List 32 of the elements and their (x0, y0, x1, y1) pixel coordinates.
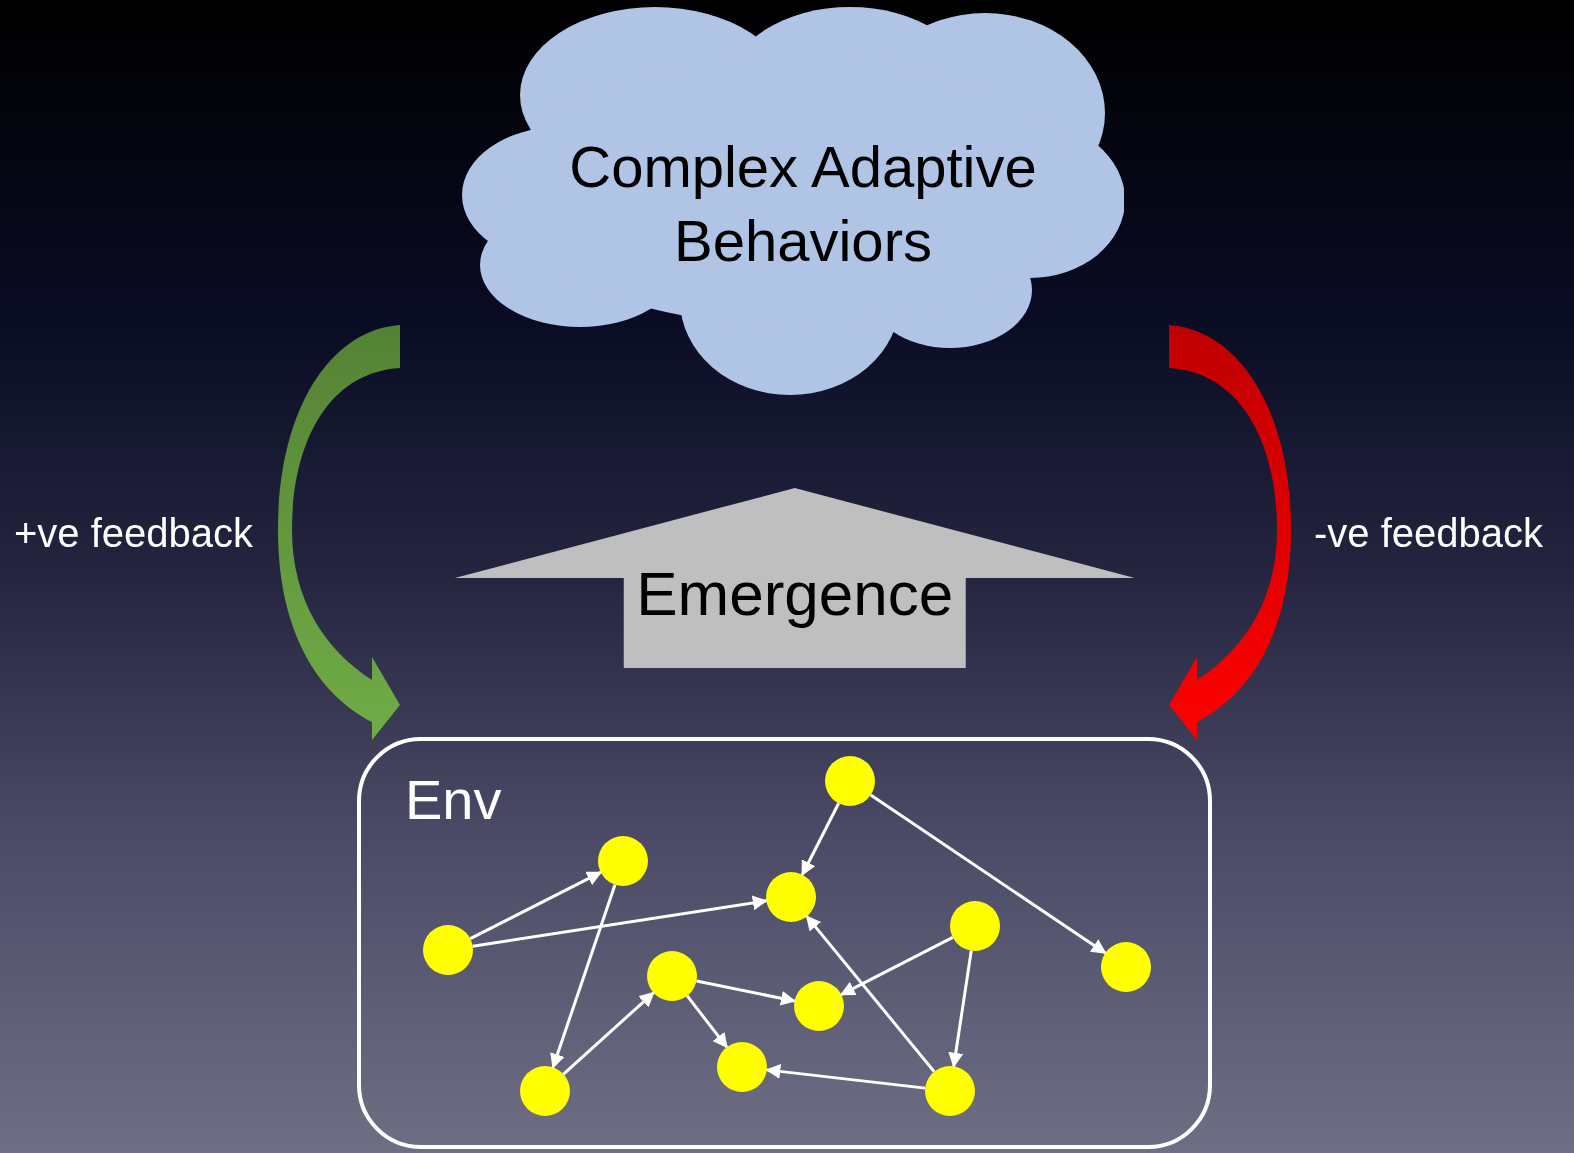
node-circle (794, 981, 844, 1031)
cloud-label: Complex Adaptive Behaviors (568, 133, 1038, 275)
node-circle (647, 951, 697, 1001)
arrow (765, 1063, 926, 1090)
arrow (696, 979, 796, 1006)
node-circle (717, 1042, 767, 1092)
edge-label: +ve feedback (14, 510, 254, 556)
arrow (550, 884, 617, 1069)
node-circle (1101, 942, 1151, 992)
node-circle (766, 872, 816, 922)
arrow (469, 871, 603, 940)
arrow (472, 895, 768, 948)
panel-title: Env (405, 769, 502, 831)
curved-arrow (278, 325, 400, 740)
node-circle (925, 1066, 975, 1116)
environment-panel (357, 737, 1212, 1149)
arrow (839, 936, 954, 996)
arrow (805, 915, 936, 1073)
arrow (562, 991, 655, 1076)
arrow (801, 802, 840, 877)
node-circle (423, 925, 473, 975)
arrow (686, 994, 728, 1049)
edge-label: -ve feedback (1314, 510, 1544, 556)
node-circle (950, 901, 1000, 951)
node-circle (520, 1066, 570, 1116)
block-arrow (454, 488, 1135, 668)
edge-label: Emergence (636, 558, 954, 630)
arrow (948, 950, 973, 1068)
arrow (869, 793, 1107, 955)
node-circle (825, 756, 875, 806)
curved-arrow (1169, 325, 1291, 740)
node-circle (598, 836, 648, 886)
